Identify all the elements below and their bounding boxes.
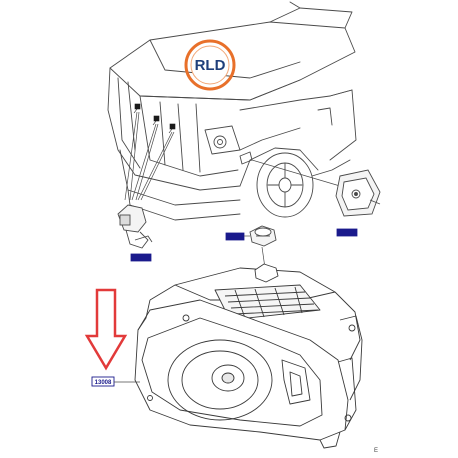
leader-lines — [124, 111, 341, 269]
grille-sensors — [133, 103, 176, 134]
logo-text: RLD — [195, 57, 226, 74]
bulb-cap-part — [249, 225, 277, 247]
side-marker-lamp-part — [335, 169, 381, 217]
red-down-arrow-icon — [84, 288, 128, 371]
callout-headlamp-assembly: 13008 — [91, 376, 115, 387]
rld-logo: RLD — [184, 39, 236, 91]
vehicle-front-drawing — [107, 1, 357, 221]
figure-reference: E — [374, 448, 378, 454]
callout-badge-side-marker-lamp — [336, 228, 358, 237]
callout-badge-headlamp-sensor — [130, 253, 152, 262]
callout-label-headlamp-assembly: 13008 — [95, 380, 112, 386]
callout-badge-bulb-cap — [225, 232, 245, 241]
headlamp-assembly-part — [134, 263, 363, 449]
headlamp-sensor-part — [117, 204, 153, 249]
